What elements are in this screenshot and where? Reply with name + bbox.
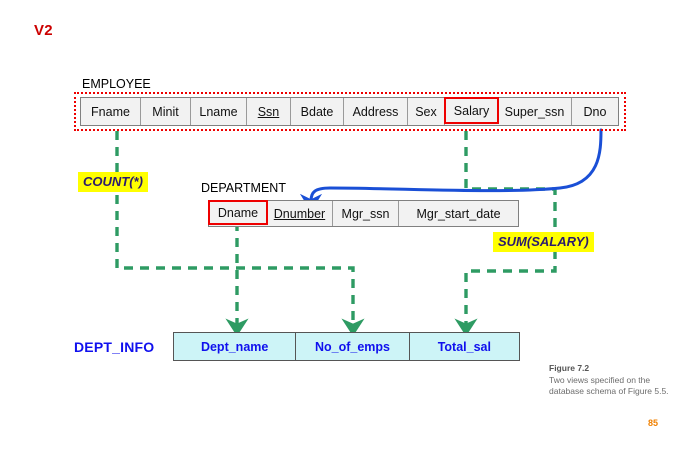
- attribute-ssn[interactable]: Ssn: [247, 98, 291, 125]
- attribute-fname[interactable]: Fname: [81, 98, 141, 125]
- relation-name-employee: EMPLOYEE: [82, 77, 151, 91]
- view-version-label: V2: [34, 22, 53, 39]
- result-relation-name-dept-info: DEPT_INFO: [74, 339, 155, 355]
- attribute-dno[interactable]: Dno: [572, 98, 618, 125]
- figure-caption-text: Two views specified on the database sche…: [549, 375, 669, 397]
- attribute-mgr-start-date[interactable]: Mgr_start_date: [399, 201, 518, 226]
- relation-table-employee: Fname Minit Lname Ssn Bdate Address Sex …: [80, 97, 619, 126]
- mapping-arrow-sum: [454, 131, 557, 337]
- foreign-key-arrow-dno-dnumber: [299, 128, 603, 212]
- attribute-bdate[interactable]: Bdate: [291, 98, 344, 125]
- result-column-total-sal[interactable]: Total_sal: [409, 333, 519, 360]
- page-number: 85: [648, 418, 659, 428]
- attribute-lname[interactable]: Lname: [191, 98, 247, 125]
- attribute-dname[interactable]: Dname: [208, 200, 268, 225]
- result-column-no-of-emps[interactable]: No_of_emps: [296, 333, 410, 360]
- attribute-dnumber[interactable]: Dnumber: [267, 201, 333, 226]
- attribute-sex[interactable]: Sex: [408, 98, 445, 125]
- annotation-sum-salary: SUM(SALARY): [493, 232, 594, 252]
- result-column-dept-name[interactable]: Dept_name: [174, 333, 297, 360]
- result-table-dept-info: Dept_name No_of_emps Total_sal: [173, 332, 520, 361]
- relation-table-department: Dname Dnumber Mgr_ssn Mgr_start_date: [208, 200, 519, 227]
- attribute-minit[interactable]: Minit: [141, 98, 191, 125]
- attribute-salary[interactable]: Salary: [444, 97, 499, 124]
- relation-name-department: DEPARTMENT: [201, 181, 286, 195]
- figure-caption-title: Figure 7.2: [549, 363, 590, 373]
- figure-caption: Figure 7.2 Two views specified on the da…: [549, 363, 669, 398]
- annotation-count: COUNT(*): [78, 172, 148, 192]
- attribute-super-ssn[interactable]: Super_ssn: [498, 98, 572, 125]
- attribute-address[interactable]: Address: [344, 98, 408, 125]
- mapping-arrow-count: [115, 131, 365, 337]
- attribute-mgr-ssn[interactable]: Mgr_ssn: [333, 201, 399, 226]
